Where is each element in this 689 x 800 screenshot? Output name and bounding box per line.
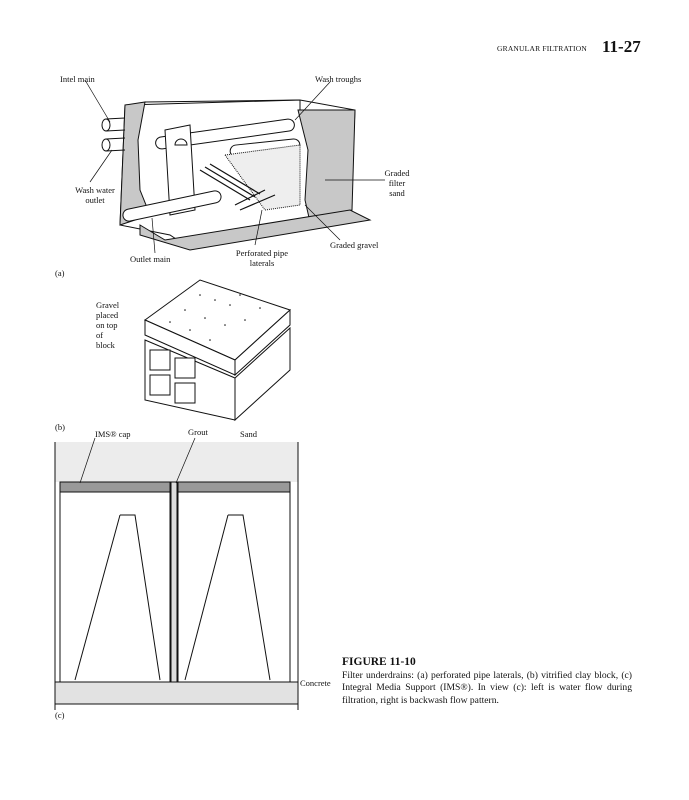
label-perforated-pipe-laterals: Perforated pipe laterals [235,248,289,268]
label-wash-water-outlet: Wash water outlet [75,185,115,205]
label-graded-filter-sand: Graded filter sand [384,168,410,198]
label-grout: Grout [188,427,208,437]
clay-block-illustration [144,279,291,422]
label-ims-cap: IMS® cap [95,429,131,439]
label-concrete: Concrete [300,678,331,688]
panel-label-a: (a) [55,268,65,278]
filter-box-illustration [84,79,385,254]
label-wash-troughs: Wash troughs [315,74,362,84]
label-gravel: Gravel placed on top of block [96,300,120,350]
label-inlet-main: Intel main [60,74,95,84]
page-number: 11-27 [602,37,641,56]
caption-text: Filter underdrains: (a) perforated pipe … [342,669,632,706]
running-title: GRANULAR FILTRATION [497,44,587,53]
label-sand: Sand [240,429,257,439]
ims-cross-section [54,437,299,710]
label-outlet-main: Outlet main [130,254,171,264]
panel-label-c: (c) [55,710,65,720]
figure-caption: FIGURE 11-10 Filter underdrains: (a) per… [342,656,632,707]
label-graded-gravel: Graded gravel [330,240,379,250]
panel-label-b: (b) [55,422,65,432]
caption-title: FIGURE 11-10 [342,656,416,668]
